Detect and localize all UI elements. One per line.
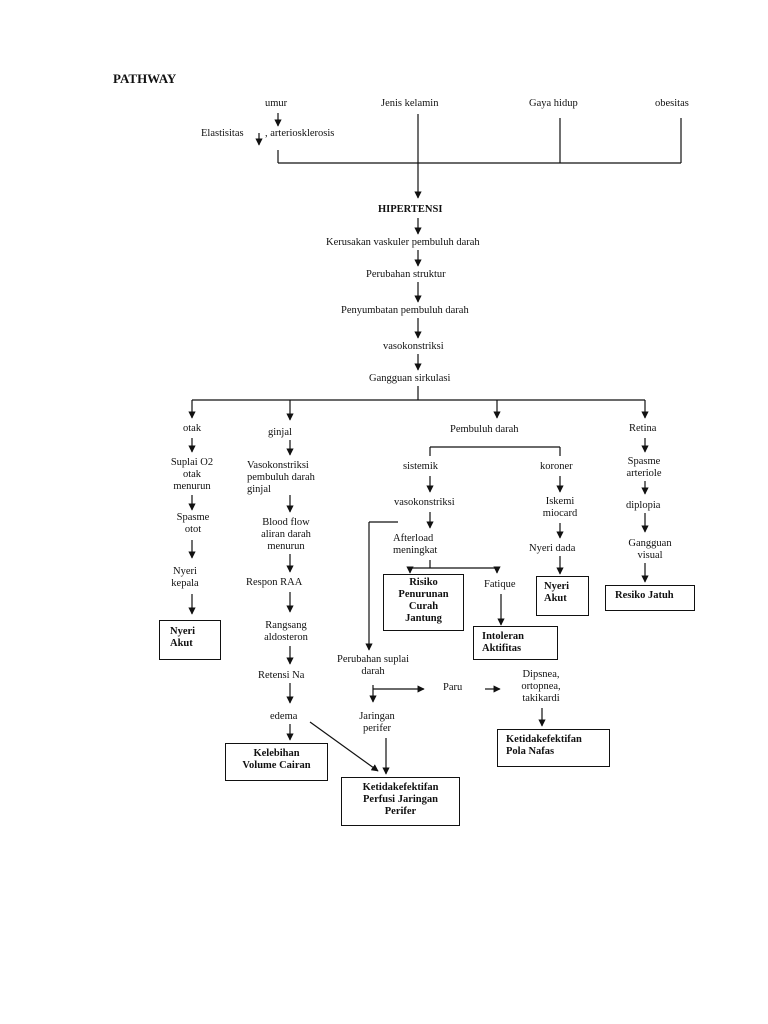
node-kerusakan-vaskuler: Kerusakan vaskuler pembuluh darah — [326, 237, 480, 248]
node-hipertensi: HIPERTENSI — [378, 204, 443, 215]
page-title: PATHWAY — [113, 71, 177, 86]
diagnosis-pola-nafas: Ketidakefektifan Pola Nafas — [497, 729, 610, 767]
diagnosis-nyeri-akut-otak: Nyeri Akut — [159, 620, 221, 660]
cause-jenis-kelamin: Jenis kelamin — [381, 98, 439, 109]
node-gangguan-sirkulasi: Gangguan sirkulasi — [369, 373, 451, 384]
node-diplopia: diplopia — [626, 500, 661, 511]
cause-gaya-hidup: Gaya hidup — [529, 98, 578, 109]
node-spasme-arteriole: Spasme arteriole — [626, 456, 662, 480]
node-retina: Retina — [629, 423, 657, 434]
node-vasokonstriksi: vasokonstriksi — [383, 341, 444, 352]
diagnosis-risiko-penurunan-curah-jantung: Risiko Penurunan Curah Jantung — [383, 574, 464, 631]
node-nyeri-dada: Nyeri dada — [529, 543, 576, 554]
node-rangsang-aldosteron: Rangsang aldosteron — [264, 620, 308, 644]
elastisitas-label: Elastisitas — [201, 128, 244, 139]
node-spasme-otot: Spasme otot — [176, 512, 210, 536]
node-afterload: Afterload meningkat — [393, 533, 438, 557]
node-perubahan-struktur: Perubahan struktur — [366, 269, 446, 280]
diagnosis-nyeri-akut-dada: Nyeri Akut — [536, 576, 589, 616]
cause-obesitas: obesitas — [655, 98, 689, 109]
arteriosklerosis-label: , arteriosklerosis — [265, 128, 335, 139]
node-suplai-o2: Suplai O2 otak menurun — [170, 457, 214, 493]
node-blood-flow: Blood flow aliran darah menurun — [261, 517, 311, 553]
node-retensi-na: Retensi Na — [258, 670, 305, 681]
node-ginjal: ginjal — [268, 427, 292, 438]
diagnosis-perfusi-jaringan-perifer: Ketidakefektifan Perfusi Jaringan Perife… — [341, 777, 460, 826]
node-sistemik: sistemik — [403, 461, 439, 472]
node-fatique: Fatique — [484, 579, 516, 590]
diagnosis-resiko-jatuh: Resiko Jatuh — [605, 585, 695, 611]
node-iskemi-miocard: Iskemi miocard — [542, 496, 578, 520]
node-vasokonstriksi-ginjal: Vasokonstriksi pembuluh darah ginjal — [247, 460, 315, 496]
node-edema: edema — [270, 711, 298, 722]
node-vasokonstriksi-sistemik: vasokonstriksi — [394, 497, 455, 508]
node-perubahan-suplai-darah: Perubahan suplai darah — [336, 654, 410, 678]
node-penyumbatan: Penyumbatan pembuluh darah — [341, 305, 469, 316]
node-koroner: koroner — [540, 461, 573, 472]
node-pembuluh-darah: Pembuluh darah — [450, 424, 519, 435]
node-otak: otak — [183, 423, 202, 434]
node-jaringan-perifer: Jaringan perifer — [359, 711, 395, 735]
cause-umur: umur — [265, 98, 288, 109]
node-nyeri-kepala: Nyeri kepala — [171, 566, 199, 590]
node-paru: Paru — [443, 682, 463, 693]
node-gangguan-visual: Gangguan visual — [628, 538, 672, 562]
node-dipsnea: Dipsnea, ortopnea, takikardi — [521, 669, 561, 705]
diagnosis-intoleran-aktifitas: Intoleran Aktifitas — [473, 626, 558, 660]
node-respon-raa: Respon RAA — [246, 577, 303, 588]
diagnosis-kelebihan-volume-cairan: Kelebihan Volume Cairan — [225, 743, 328, 781]
